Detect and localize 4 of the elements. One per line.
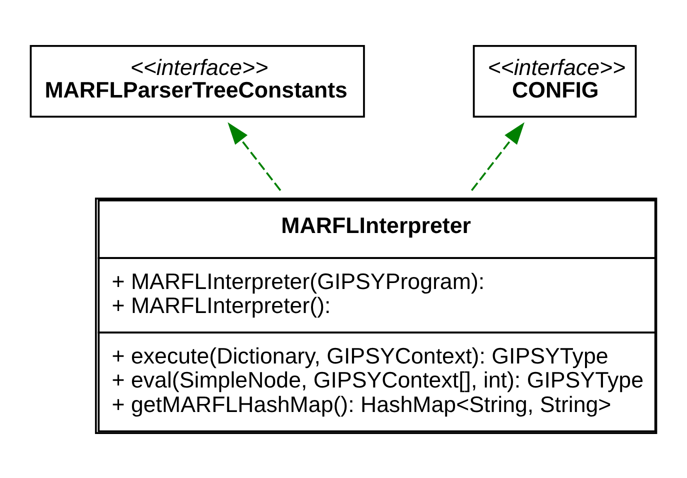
node-box: <<interface>> CONFIG	[472, 44, 637, 118]
arrow	[470, 122, 524, 190]
arrow	[228, 122, 282, 190]
node-box: <<interface>> MARFLParserTreeConstants	[30, 44, 365, 118]
